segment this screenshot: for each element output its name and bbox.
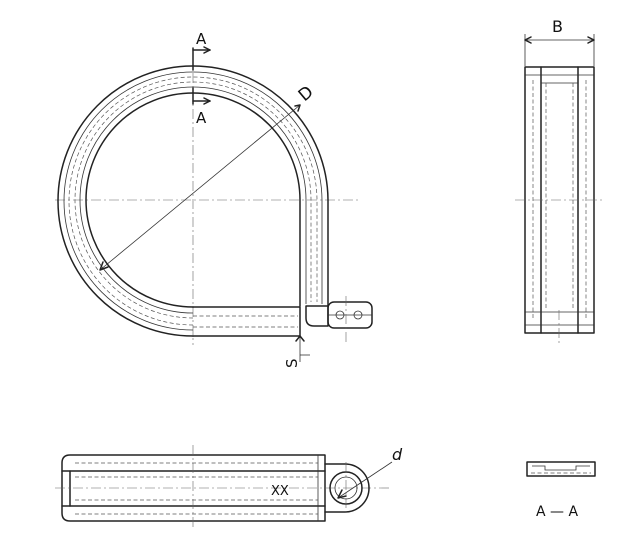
hole-d-label: d bbox=[392, 445, 403, 464]
top-lug-outline bbox=[324, 463, 370, 513]
clamp-tail-end bbox=[192, 306, 301, 337]
side-view: B bbox=[515, 17, 604, 345]
thickness-S-arrowhead bbox=[295, 335, 305, 342]
section-mark-top: A bbox=[196, 30, 207, 48]
diameter-D-line bbox=[99, 104, 301, 271]
hole-d-leader bbox=[337, 461, 393, 499]
diameter-D-arrowhead-2 bbox=[294, 104, 301, 112]
clamp-hidden-line-1 bbox=[68, 76, 318, 326]
top-view: d XX bbox=[55, 445, 403, 530]
clamp-ear-hole-right bbox=[353, 310, 363, 320]
section-profile bbox=[526, 461, 596, 477]
diameter-D-arrowhead-1 bbox=[99, 261, 109, 271]
clamp-inner-contour bbox=[85, 92, 301, 308]
front-view: A A D S bbox=[55, 30, 373, 368]
section-mark-bottom: A bbox=[196, 109, 207, 127]
section-view: A — A bbox=[526, 461, 596, 520]
width-B-arrowhead-left bbox=[524, 36, 532, 44]
section-arrowhead-top bbox=[203, 46, 211, 54]
clamp-ear-tab bbox=[305, 305, 329, 327]
thickness-S-label: S bbox=[283, 358, 301, 368]
section-inner-channel bbox=[532, 465, 590, 471]
clamp-band-line-1 bbox=[63, 71, 323, 331]
clamp-outer-contour bbox=[57, 65, 329, 337]
clamp-band-line-2 bbox=[79, 86, 307, 314]
width-B-label: B bbox=[552, 17, 563, 36]
section-arrowhead-bottom bbox=[203, 97, 211, 105]
marking-label: XX bbox=[271, 484, 289, 499]
top-body-outline bbox=[61, 454, 326, 522]
width-B-arrowhead-right bbox=[587, 36, 595, 44]
section-title: A — A bbox=[536, 504, 578, 520]
diameter-D-label: D bbox=[295, 82, 318, 106]
hole-d-arrowhead bbox=[337, 489, 347, 499]
clamp-hidden-line-2 bbox=[74, 81, 312, 319]
clamp-ear-hole-left bbox=[335, 310, 345, 320]
